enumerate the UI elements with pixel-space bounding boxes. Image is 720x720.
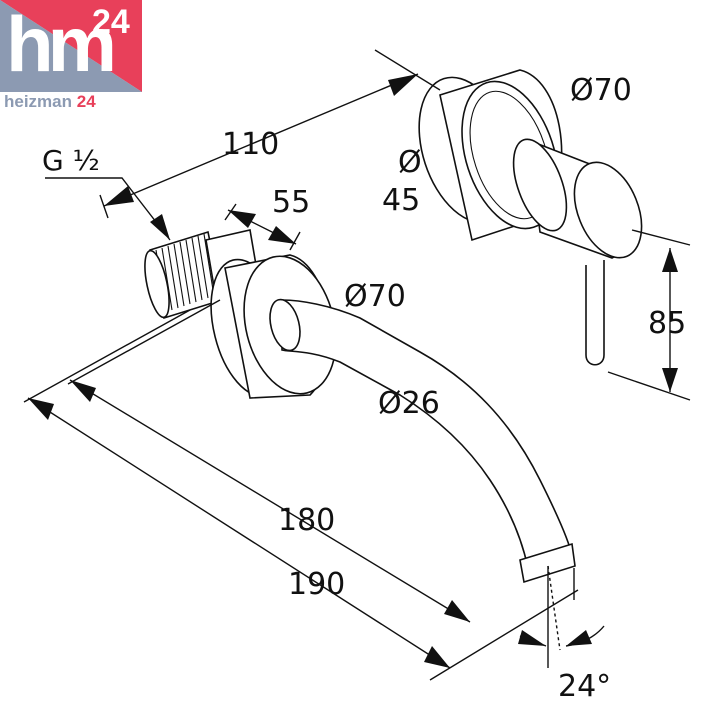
label-55: 55 xyxy=(272,185,310,220)
dimension-labels: G ½ 110 55 Ø70 Ø 45 Ø70 Ø26 85 180 190 2… xyxy=(42,73,686,704)
handle-knob-base xyxy=(512,138,568,232)
label-diam-45-value: 45 xyxy=(382,183,420,218)
handle-knob-face xyxy=(573,161,643,259)
label-24-degrees: 24° xyxy=(558,669,611,704)
logo-bar xyxy=(0,92,142,112)
label-110: 110 xyxy=(222,127,279,162)
thread-end xyxy=(144,249,170,319)
handle-lever xyxy=(585,260,605,366)
handle-rosette-inner xyxy=(469,90,551,220)
dimension-lines xyxy=(23,49,691,681)
label-diam-70-spout: Ø70 xyxy=(344,279,406,314)
mixer-handle-assembly xyxy=(418,69,643,366)
logo-mark: hm xyxy=(6,0,117,88)
spout-assembly xyxy=(144,229,576,584)
logo-wordmark-number: 24 xyxy=(72,92,96,111)
label-diam-70-handle: Ø70 xyxy=(570,73,632,108)
label-diam-26: Ø26 xyxy=(378,386,440,421)
label-85: 85 xyxy=(648,306,686,341)
label-180: 180 xyxy=(278,503,335,538)
label-190: 190 xyxy=(288,567,345,602)
logo-wordmark: heizman 24 xyxy=(4,93,96,111)
heizman24-logo: hm 24 heizman 24 xyxy=(0,0,142,112)
logo-number: 24 xyxy=(92,3,130,41)
logo-diagonal-split xyxy=(0,0,142,92)
label-diam-45-symbol: Ø xyxy=(398,145,422,180)
spout-tube-start xyxy=(269,298,301,352)
label-thread: G ½ xyxy=(42,144,100,177)
logo-wordmark-name: heizman xyxy=(4,92,73,111)
spout-nozzle xyxy=(519,542,576,584)
